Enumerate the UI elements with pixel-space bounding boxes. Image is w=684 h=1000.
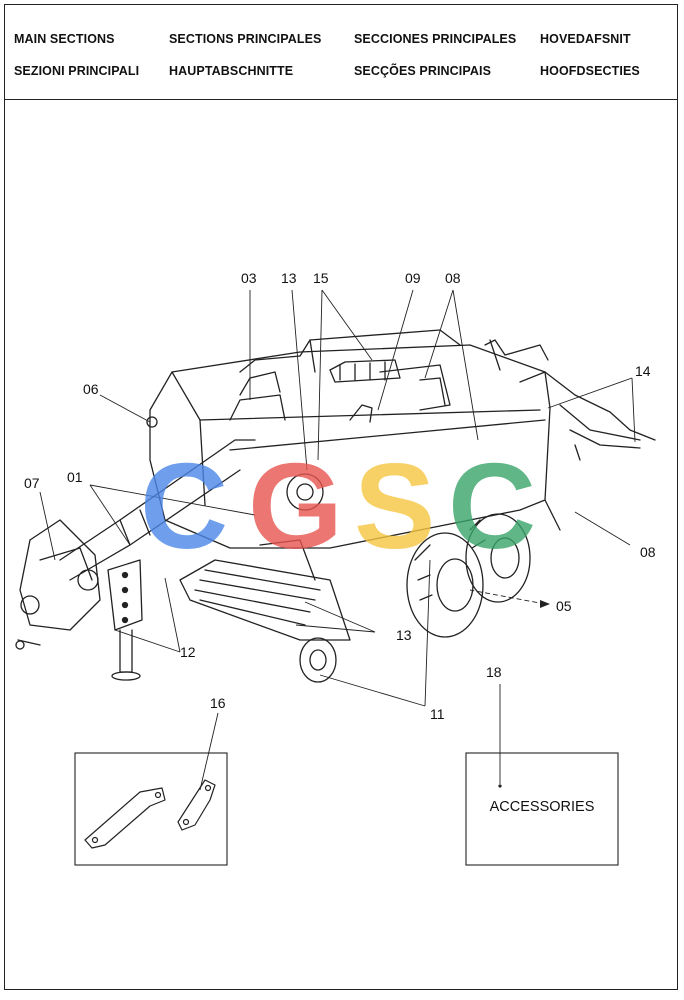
callout-05: 05 — [556, 598, 572, 614]
arrow-05 — [540, 600, 550, 608]
callout-12: 12 — [180, 644, 196, 660]
header-main-sections: MAIN SECTIONS — [14, 32, 115, 46]
gauge-wheel — [299, 637, 337, 683]
header-seccoes-principais: SECÇÕES PRINCIPAIS — [354, 64, 492, 78]
svg-text:S: S — [354, 438, 435, 574]
header-sezioni-principali: SEZIONI PRINCIPALI — [14, 64, 140, 78]
header-hoofdsecties: HOOFDSECTIES — [540, 64, 640, 78]
callout-16: 16 — [210, 695, 226, 711]
callout-08-lower: 08 — [640, 544, 656, 560]
callout-09: 09 — [405, 270, 421, 286]
header-hauptabschnitte: HAUPTABSCHNITTE — [169, 64, 294, 78]
accessories-label: ACCESSORIES — [489, 799, 595, 815]
header-secciones-principales: SECCIONES PRINCIPALES — [354, 32, 517, 46]
wheel-rear — [465, 513, 531, 603]
wheel-front — [406, 532, 484, 638]
accessories-box-18 — [465, 752, 619, 866]
baler-body — [149, 344, 551, 549]
cgsc-watermark: C G S C — [140, 438, 536, 574]
pto-gearbox — [19, 519, 101, 631]
bracket-part — [84, 787, 166, 849]
callout-03: 03 — [241, 270, 257, 286]
callout-07: 07 — [24, 475, 40, 491]
jack-leg — [119, 629, 133, 673]
header-hovedafsnit: HOVEDAFSNIT — [540, 32, 631, 46]
header-table: MAIN SECTIONS SECTIONS PRINCIPALES SECCI… — [4, 4, 678, 100]
callout-15: 15 — [313, 270, 329, 286]
callout-14: 14 — [635, 363, 651, 379]
svg-text:C: C — [140, 438, 228, 574]
header-sections-principales: SECTIONS PRINCIPALES — [169, 32, 322, 46]
callout-13-lower: 13 — [396, 627, 412, 643]
callout-13-upper: 13 — [281, 270, 297, 286]
callout-11: 11 — [430, 706, 445, 722]
callout-08-upper: 08 — [445, 270, 461, 286]
callout-18: 18 — [486, 664, 502, 680]
svg-text:C: C — [448, 438, 536, 574]
callout-01: 01 — [67, 469, 83, 485]
pickup — [179, 559, 351, 641]
drawbar — [59, 439, 256, 561]
accessory-box-16 — [74, 752, 228, 866]
page-border — [4, 4, 678, 990]
svg-text:G: G — [248, 438, 343, 574]
callout-06: 06 — [83, 381, 99, 397]
